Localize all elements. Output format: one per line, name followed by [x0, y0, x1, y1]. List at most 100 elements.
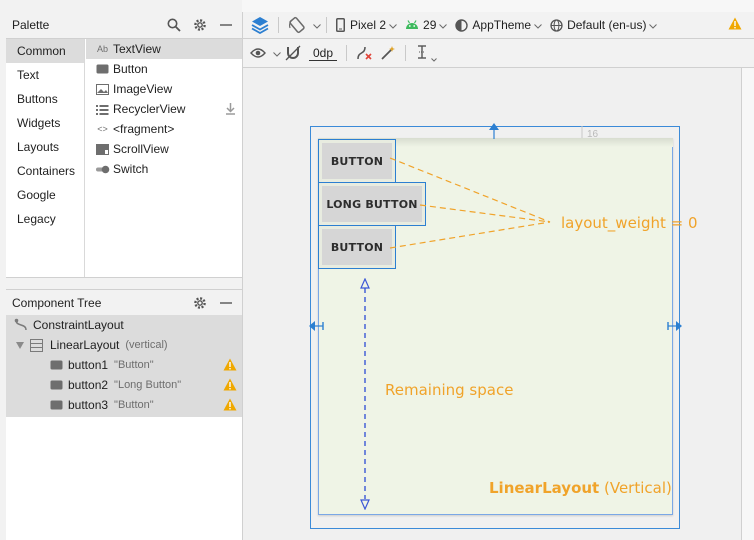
palette-item-label: RecyclerView — [113, 102, 186, 116]
theme-selector[interactable]: AppTheme — [451, 14, 546, 36]
button2[interactable]: LONG BUTTON — [318, 182, 426, 226]
top-anchor-arrow[interactable] — [488, 123, 500, 139]
tree-row-button3[interactable]: button3 "Button" — [6, 395, 242, 415]
tree-row-text: "Button" — [114, 359, 154, 371]
autoconnect-magnet-icon[interactable] — [281, 42, 305, 64]
button3-label: BUTTON — [330, 240, 384, 254]
api-level-selector[interactable]: 29 — [401, 14, 451, 36]
chevron-down-icon[interactable] — [431, 51, 437, 65]
tree-row-name: button1 — [68, 358, 109, 372]
palette-item-scrollview[interactable]: ScrollView — [86, 139, 242, 159]
chevron-down-icon[interactable] — [273, 46, 281, 60]
palette-item-label: ScrollView — [113, 142, 169, 156]
warning-icon[interactable] — [728, 17, 742, 33]
button-icon — [50, 400, 65, 410]
palette-item-button[interactable]: Button — [86, 59, 242, 79]
gear-icon[interactable] — [192, 295, 208, 311]
globe-icon — [550, 18, 563, 32]
category-layouts[interactable]: Layouts — [17, 140, 60, 154]
linearlayout-label: LinearLayout (Vertical) — [489, 479, 672, 497]
palette-item-imageview[interactable]: ImageView — [86, 79, 242, 99]
category-containers[interactable]: Containers — [17, 164, 76, 178]
textview-icon: Ab — [96, 44, 108, 54]
component-tree: ConstraintLayout LinearLayout (vertical)… — [6, 315, 242, 417]
locale-selector[interactable]: Default (en-us) — [546, 14, 661, 36]
minimize-icon[interactable] — [218, 17, 234, 33]
palette-item-label: Button — [113, 62, 148, 76]
phone-icon — [336, 18, 345, 32]
orientation-icon[interactable] — [284, 14, 310, 36]
button-icon — [95, 63, 110, 75]
warning-icon[interactable] — [223, 378, 237, 394]
default-margin-button[interactable]: 0dp — [305, 42, 341, 64]
tree-row-button1[interactable]: button1 "Button" — [6, 355, 242, 375]
category-legacy[interactable]: Legacy — [17, 212, 56, 226]
tree-row-button2[interactable]: button2 "Long Button" — [6, 375, 242, 395]
locale-label: Default (en-us) — [567, 18, 647, 32]
tree-row-name: button3 — [68, 398, 109, 412]
guidelines-icon[interactable] — [411, 42, 433, 64]
category-google[interactable]: Google — [17, 188, 56, 202]
palette-item-recyclerview[interactable]: RecyclerView — [86, 99, 242, 119]
button-icon — [50, 360, 65, 370]
palette-header: Palette — [6, 12, 242, 38]
palette-item-switch[interactable]: Switch — [86, 159, 242, 179]
remaining-space-label: Remaining space — [385, 381, 514, 399]
device-selector[interactable]: Pixel 2 — [332, 14, 401, 36]
design-toolbar: Pixel 2 29 AppTheme Default (en-us) — [242, 12, 754, 38]
api-level-label: 29 — [423, 18, 437, 32]
layout-weight-annotation: layout_weight = 0 — [561, 214, 698, 232]
switch-icon — [95, 163, 110, 175]
device-label: Pixel 2 — [350, 18, 387, 32]
theme-icon — [455, 18, 469, 32]
left-anchor-handle[interactable] — [309, 320, 325, 332]
chevron-down-icon — [389, 18, 397, 32]
clear-constraints-icon[interactable] — [352, 42, 376, 64]
toolbar-divider — [278, 17, 279, 33]
device-status-shade — [318, 138, 673, 147]
tree-row-constraintlayout[interactable]: ConstraintLayout — [6, 315, 242, 335]
category-buttons[interactable]: Buttons — [17, 92, 58, 106]
component-tree-title: Component Tree — [12, 295, 102, 310]
annotation-pointer-lines — [389, 157, 551, 249]
tree-row-name: button2 — [68, 378, 109, 392]
tree-row-name: LinearLayout — [50, 338, 120, 352]
search-icon[interactable] — [166, 17, 182, 33]
component-tree-empty-area — [6, 417, 242, 540]
tree-row-text: "Button" — [114, 399, 154, 411]
chevron-down-icon[interactable] — [313, 18, 321, 32]
category-text[interactable]: Text — [17, 68, 40, 82]
category-widgets[interactable]: Widgets — [17, 116, 61, 130]
linearlayout-label-bold: LinearLayout — [489, 479, 600, 497]
button3[interactable]: BUTTON — [318, 225, 396, 269]
theme-label: AppTheme — [472, 18, 532, 32]
minimize-icon[interactable] — [218, 295, 234, 311]
palette-item-label: Switch — [113, 162, 149, 176]
palette-item-fragment[interactable]: <> <fragment> — [86, 119, 242, 139]
tree-row-linearlayout[interactable]: LinearLayout (vertical) — [6, 335, 242, 355]
fragment-icon: <> — [97, 124, 108, 134]
android-icon — [405, 20, 419, 30]
palette-item-textview[interactable]: Ab TextView — [86, 39, 242, 59]
gear-icon[interactable] — [192, 17, 208, 33]
tree-row-orientation: (vertical) — [125, 339, 168, 351]
warning-icon[interactable] — [223, 398, 237, 414]
list-icon — [95, 103, 110, 115]
category-common[interactable]: Common — [6, 39, 84, 63]
infer-constraints-wand-icon[interactable] — [376, 42, 400, 64]
download-icon[interactable] — [225, 103, 236, 118]
constraint-layout-icon — [14, 318, 30, 332]
warning-icon[interactable] — [223, 358, 237, 374]
linearlayout-label-orientation: (Vertical) — [599, 479, 672, 497]
tree-row-name: ConstraintLayout — [33, 318, 124, 332]
right-side-rail — [741, 68, 754, 540]
expand-arrow-icon[interactable] — [16, 341, 26, 349]
right-anchor-handle[interactable] — [666, 320, 682, 332]
eye-icon[interactable] — [246, 42, 270, 64]
layers-icon[interactable] — [247, 14, 273, 36]
chevron-down-icon — [649, 18, 658, 32]
remaining-space-arrow — [360, 278, 370, 510]
left-column: Palette Common Text Buttons Widgets Layo… — [0, 0, 242, 540]
palette-items: Ab TextView Button ImageView RecyclerVie… — [86, 39, 242, 277]
palette-item-label: <fragment> — [113, 122, 175, 136]
